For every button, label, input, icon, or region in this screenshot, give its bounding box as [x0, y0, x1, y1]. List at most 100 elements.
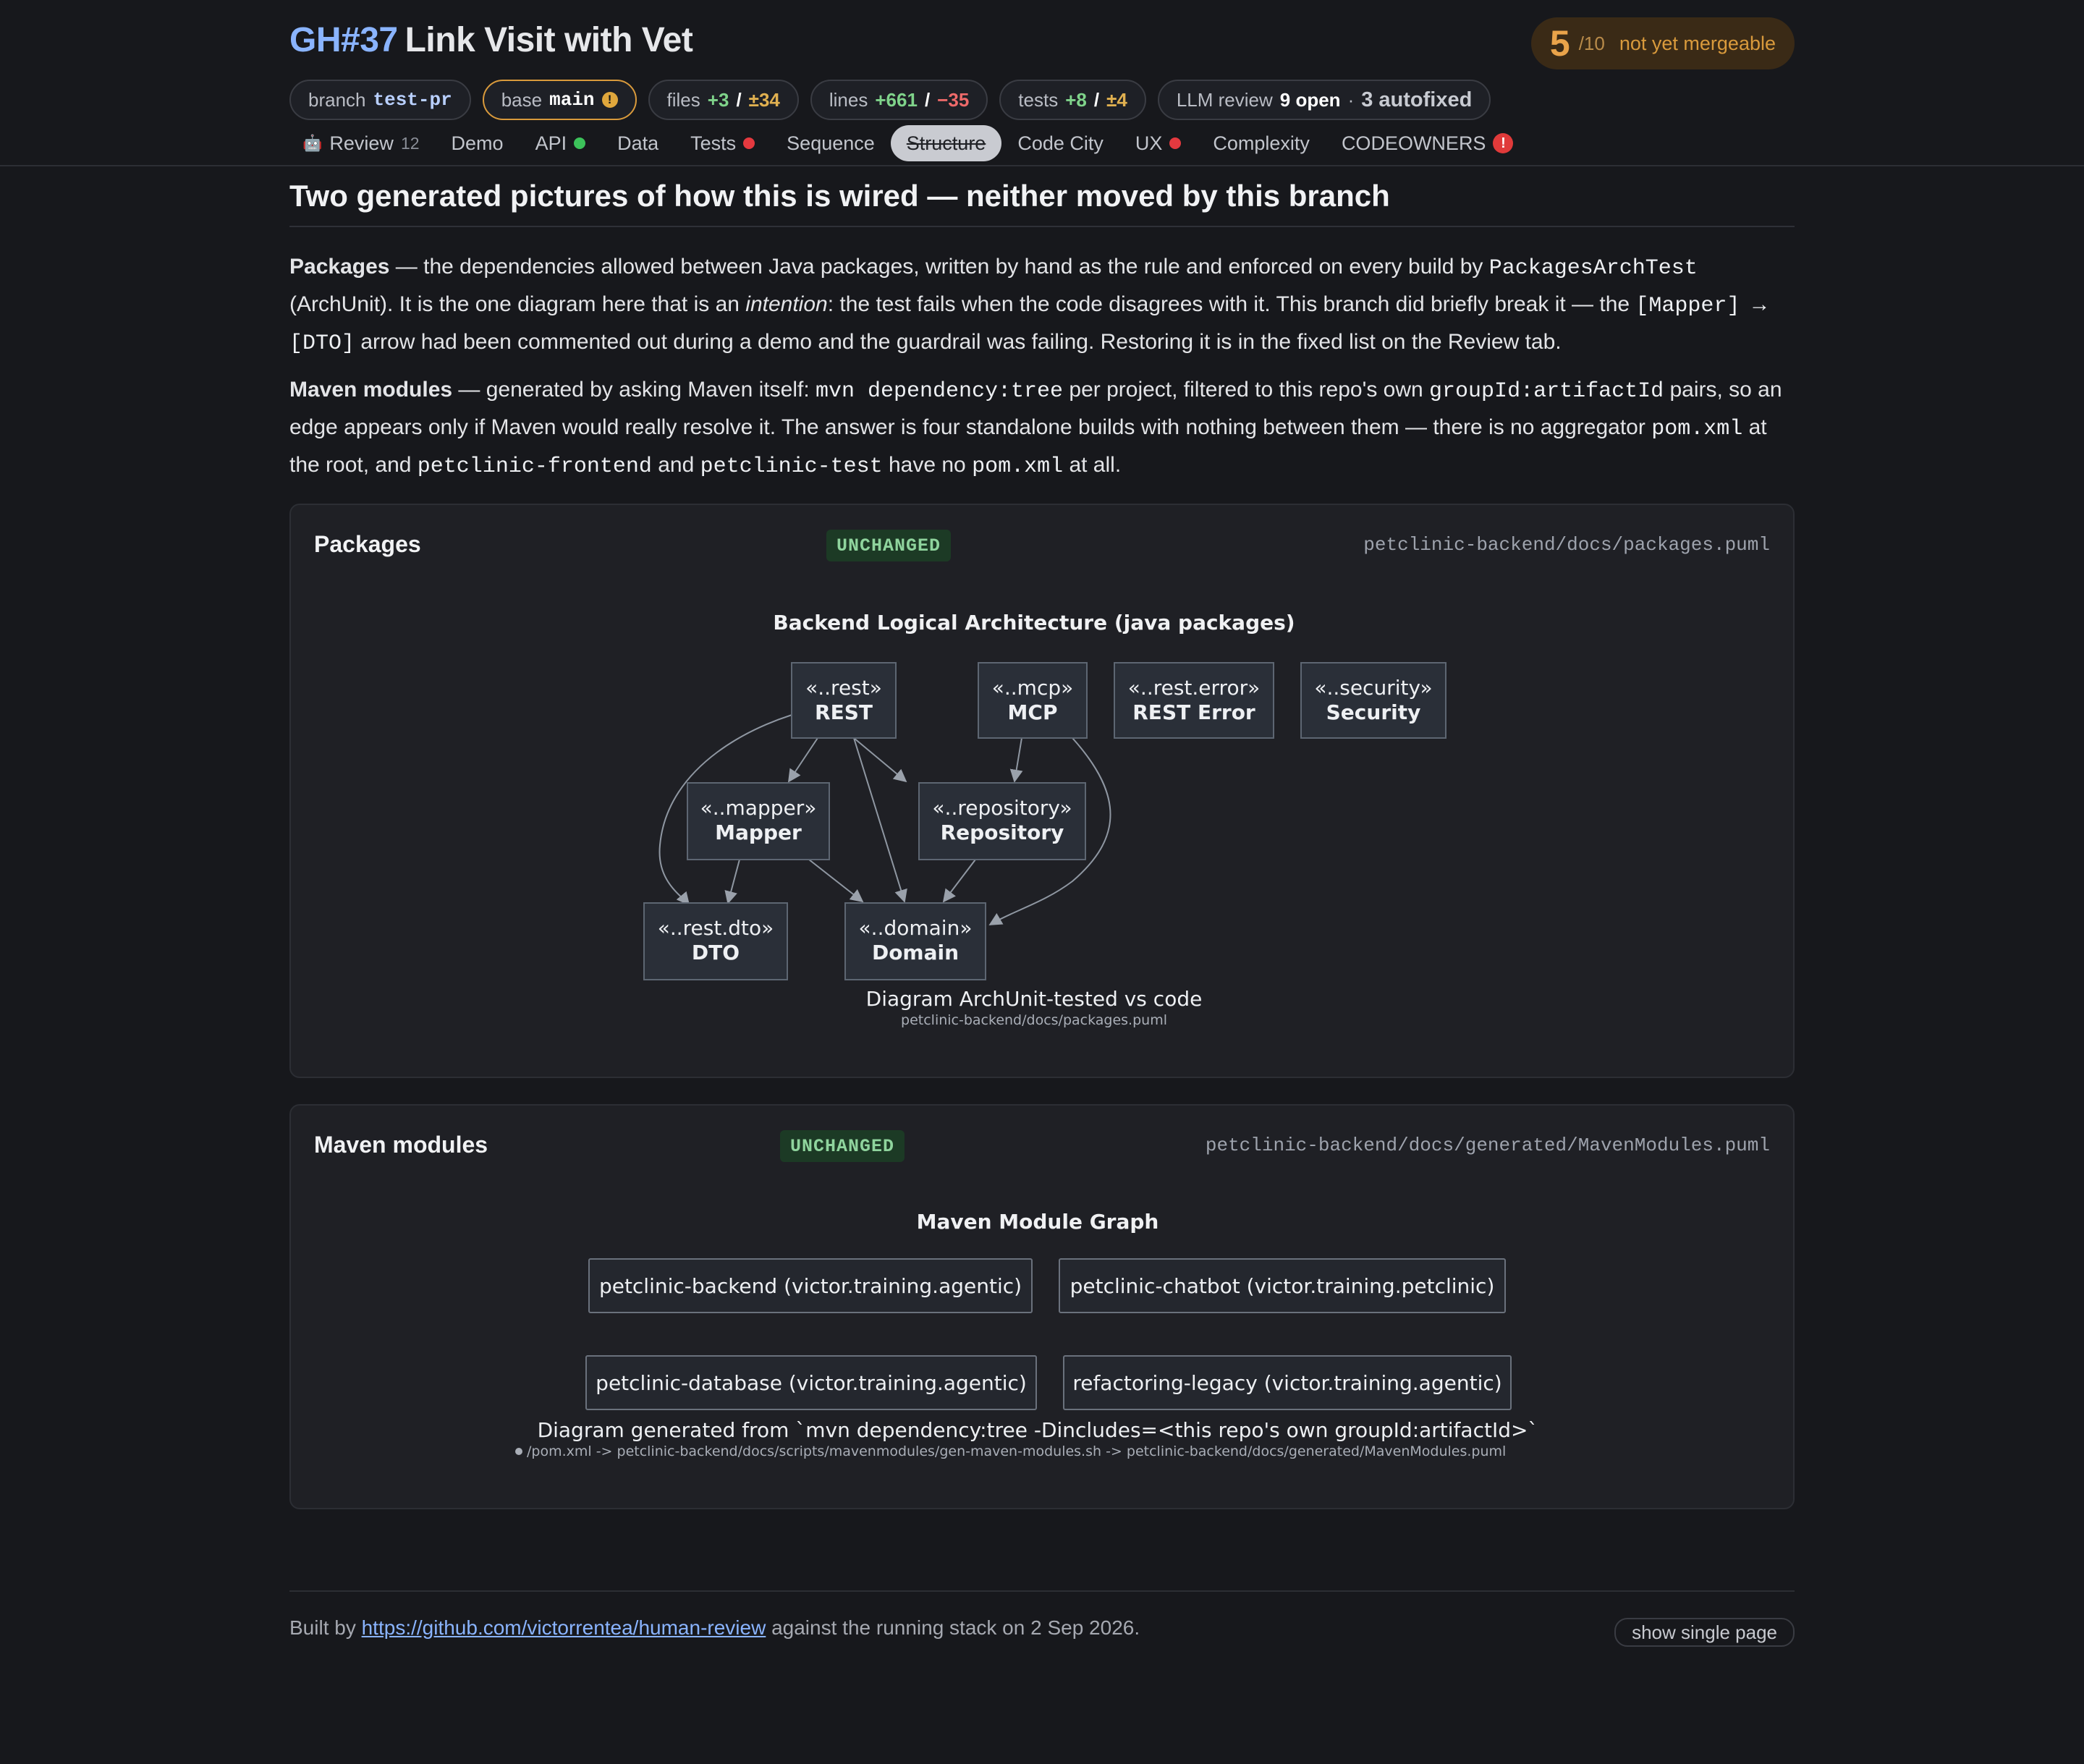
node-stereotype: «..rest.error»	[1128, 676, 1260, 700]
code-pom: pom.xml	[1651, 417, 1743, 441]
module-backend[interactable]: petclinic-backend (victor.training.agent…	[588, 1258, 1033, 1313]
file-path[interactable]: petclinic-backend/docs/packages.puml	[1363, 534, 1770, 556]
code-frontend: petclinic-frontend	[417, 454, 652, 479]
code-test: petclinic-test	[700, 454, 883, 479]
llm-autofixed: 3 autofixed	[1361, 88, 1473, 111]
node-mapper[interactable]: «..mapper» Mapper	[687, 782, 830, 860]
lines-removed: −35	[937, 88, 970, 111]
node-dto[interactable]: «..rest.dto» DTO	[643, 902, 788, 980]
footer: Built by https://github.com/victorrentea…	[289, 1616, 1140, 1640]
lines-separator: /	[924, 88, 931, 111]
tab-data[interactable]: Data	[601, 125, 674, 161]
node-name: MCP	[1008, 700, 1058, 724]
packages-card: Packages UNCHANGED petclinic-backend/doc…	[289, 504, 1795, 1078]
llm-separator: ·	[1347, 88, 1355, 111]
pr-number[interactable]: GH#37	[289, 21, 398, 59]
p1-text: — the dependencies allowed between Java …	[389, 255, 1489, 279]
robot-icon: 🤖	[302, 134, 323, 152]
lines-chip[interactable]: lines +661 / −35	[810, 80, 988, 120]
header-divider	[0, 165, 2084, 166]
repo-link[interactable]: https://github.com/victorrentea/human-re…	[361, 1616, 766, 1639]
branch-chip[interactable]: branch test-pr	[289, 80, 471, 120]
tab-codeowners-label: CODEOWNERS	[1341, 132, 1486, 154]
show-single-page-button[interactable]: show single page	[1614, 1618, 1795, 1647]
tab-code-city[interactable]: Code City	[1001, 125, 1119, 161]
edge-rest-dto	[658, 708, 817, 906]
status-fail-icon	[1169, 137, 1182, 149]
p2-text: per project, filtered to this repo's own	[1063, 378, 1430, 402]
node-domain[interactable]: «..domain» Domain	[844, 902, 986, 980]
status-ok-icon	[574, 137, 586, 149]
p1-lead: Packages	[289, 255, 390, 279]
tab-demo-label: Demo	[451, 132, 504, 154]
file-path[interactable]: petclinic-backend/docs/generated/MavenMo…	[1205, 1135, 1770, 1156]
p2-lead: Maven modules	[289, 378, 453, 402]
tests-label: tests	[1018, 88, 1059, 111]
code-mvn: mvn dependency:tree	[816, 379, 1064, 404]
node-name: Mapper	[715, 820, 802, 844]
p1-text: arrow had been commented out during a de…	[355, 330, 1562, 354]
meta-chips: branch test-pr base main ! files +3 / ±3…	[289, 78, 1795, 122]
tests-changed: ±4	[1106, 88, 1127, 111]
warning-icon: !	[601, 92, 618, 108]
llm-review-chip[interactable]: LLM review 9 open · 3 autofixed	[1157, 80, 1491, 120]
tab-api[interactable]: API	[520, 125, 602, 161]
card-title: Packages	[314, 531, 421, 557]
lines-label: lines	[829, 88, 868, 111]
tab-structure-label: Structure	[906, 132, 986, 154]
tab-ux-label: UX	[1135, 132, 1163, 154]
node-name: Repository	[941, 820, 1064, 844]
tab-complexity[interactable]: Complexity	[1197, 125, 1326, 161]
node-mcp[interactable]: «..mcp» MCP	[978, 662, 1088, 739]
files-chip[interactable]: files +3 / ±34	[648, 80, 799, 120]
node-security[interactable]: «..security» Security	[1300, 662, 1446, 739]
module-nodes: petclinic-backend (victor.training.agent…	[585, 1258, 1512, 1410]
tests-separator: /	[1093, 88, 1100, 111]
node-repository[interactable]: «..repository» Repository	[918, 782, 1086, 860]
tab-api-label: API	[535, 132, 567, 154]
tab-complexity-label: Complexity	[1213, 132, 1310, 154]
node-stereotype: «..security»	[1314, 676, 1432, 700]
score-badge: 5 /10 not yet mergeable	[1530, 17, 1795, 69]
node-name: DTO	[692, 941, 740, 964]
node-name: REST	[815, 700, 873, 724]
review-count: 12	[400, 133, 420, 153]
score-of: /10	[1578, 32, 1605, 54]
alert-icon: !	[1493, 133, 1514, 153]
pr-title: Link Visit with Vet	[404, 21, 693, 59]
tab-ux[interactable]: UX	[1119, 125, 1198, 161]
edge-rest-repository	[853, 737, 907, 783]
node-rest[interactable]: «..rest» REST	[791, 662, 897, 739]
base-chip[interactable]: base main !	[482, 80, 637, 120]
diagram-title: Maven Module Graph	[917, 1210, 1159, 1234]
base-label: base	[501, 88, 543, 111]
base-value: main	[549, 89, 595, 111]
files-separator: /	[736, 88, 742, 111]
tab-sequence[interactable]: Sequence	[771, 125, 891, 161]
dependency-edges	[658, 708, 1111, 925]
tab-demo[interactable]: Demo	[436, 125, 520, 161]
module-refactoring-legacy[interactable]: refactoring-legacy (victor.training.agen…	[1063, 1355, 1512, 1410]
tab-structure[interactable]: Structure	[890, 125, 1002, 161]
tab-codeowners[interactable]: CODEOWNERS !	[1326, 125, 1530, 161]
p2-text: at all.	[1063, 453, 1122, 477]
bullet-icon	[515, 1448, 522, 1455]
code-gav: groupId:artifactId	[1429, 379, 1664, 404]
module-database[interactable]: petclinic-database (victor.training.agen…	[585, 1355, 1037, 1410]
tab-tests[interactable]: Tests	[674, 125, 771, 161]
tab-review[interactable]: 🤖 Review 12	[289, 125, 436, 161]
score-value: 5	[1549, 23, 1570, 64]
code-mapper-dto: [Mapper] → [DTO]	[289, 294, 1766, 356]
node-rest-error[interactable]: «..rest.error» REST Error	[1114, 662, 1274, 739]
tab-data-label: Data	[617, 132, 659, 154]
node-name: REST Error	[1132, 700, 1255, 724]
section-heading: Two generated pictures of how this is wi…	[289, 174, 1795, 227]
maven-card: Maven modules UNCHANGED petclinic-backen…	[289, 1104, 1795, 1509]
node-stereotype: «..mapper»	[700, 796, 817, 820]
tab-tests-label: Tests	[690, 132, 737, 154]
tests-chip[interactable]: tests +8 / ±4	[999, 80, 1146, 120]
module-chatbot[interactable]: petclinic-chatbot (victor.training.petcl…	[1059, 1258, 1506, 1313]
llm-open: 9 open	[1279, 88, 1341, 111]
unchanged-badge: UNCHANGED	[826, 530, 952, 561]
